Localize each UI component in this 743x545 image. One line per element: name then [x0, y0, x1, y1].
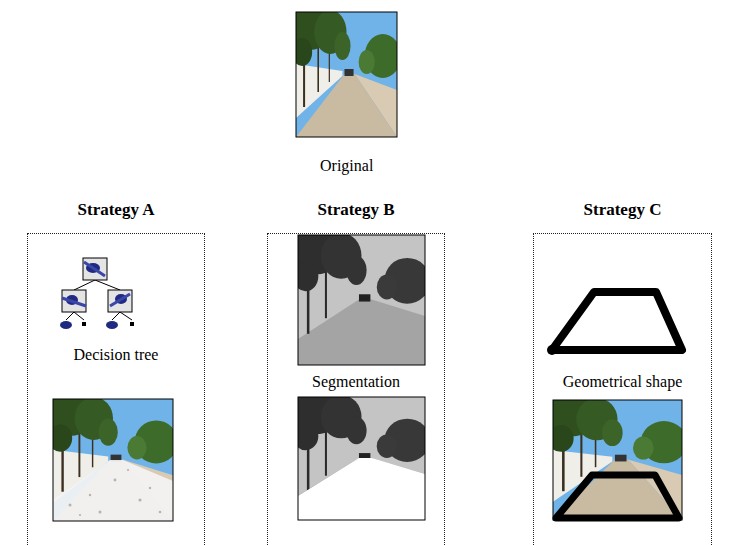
- method-caption: Geometrical shape: [533, 373, 712, 391]
- strategy-heading: Strategy C: [533, 200, 712, 220]
- strategy-panel: Strategy A Decision tree: [27, 200, 205, 545]
- strategy-heading: Strategy B: [267, 200, 445, 220]
- image-caption: Original: [320, 157, 373, 175]
- strategy-heading: Strategy A: [27, 200, 205, 220]
- strategy-panel: Strategy B Segmentation: [267, 200, 445, 545]
- strategy-panel: Strategy C Geometrical shape: [533, 200, 712, 545]
- method-caption: Segmentation: [267, 373, 445, 391]
- dotted-frame: [27, 233, 205, 545]
- method-caption: Decision tree: [27, 346, 205, 364]
